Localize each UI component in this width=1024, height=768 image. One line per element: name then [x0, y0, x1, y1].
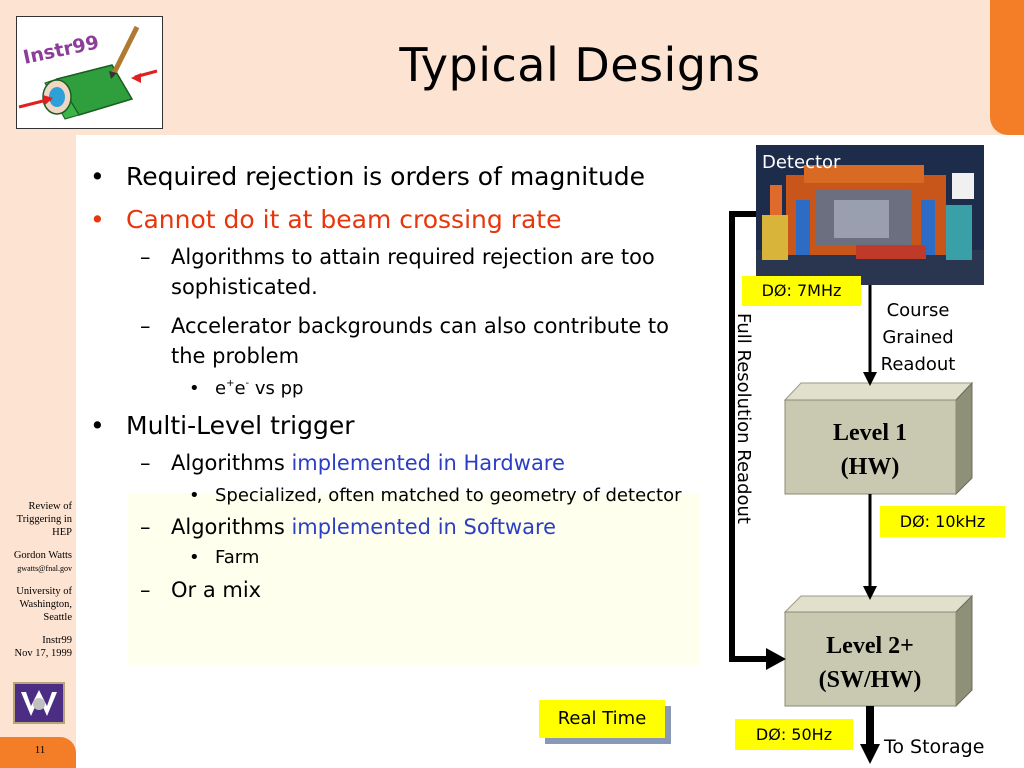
rate-detector-badge: DØ: 7MHz	[742, 276, 861, 306]
detector-logo-icon: Instr99	[18, 25, 158, 120]
sub-sub-bullet-item: • Specialized, often matched to geometry…	[189, 485, 682, 506]
bullet-text: Multi-Level trigger	[126, 411, 355, 440]
course-grained-label: Course Grained Readout	[880, 300, 956, 375]
husky-icon	[21, 690, 57, 716]
sub-bullet-text: Accelerator backgrounds can also contrib…	[171, 314, 670, 368]
detector-image-icon	[756, 145, 984, 285]
sidebar-conf: Instr99	[42, 635, 72, 646]
sub-sub-bullet-item: • e+e- vs pp	[189, 378, 304, 399]
sidebar-info: Review of Triggering in HEP Gordon Watts…	[0, 500, 72, 660]
sub-bullet-text: Algorithms	[171, 515, 292, 539]
sidebar-date: Nov 17, 1999	[14, 648, 72, 659]
bullet-item: • Multi-Level trigger	[90, 411, 355, 440]
real-time-label: Real Time	[539, 700, 665, 738]
sub-bullet-item: – Algorithms to attain required rejectio…	[140, 245, 655, 299]
sub-sub-bullet-text: Farm	[215, 547, 260, 568]
sidebar-line: HEP	[52, 527, 72, 538]
sidebar-line: Triggering in	[16, 514, 72, 525]
sidebar-org: Seattle	[43, 612, 72, 623]
sidebar-email: gwatts@fnal.gov	[17, 564, 72, 573]
rate-level1-badge: DØ: 10kHz	[880, 506, 1005, 537]
sidebar-org: Washington,	[19, 599, 72, 610]
sub-sub-bullet-text: e+e- vs pp	[215, 378, 304, 399]
orange-accent-tab	[990, 0, 1024, 135]
bullet-list: • Required rejection is orders of magnit…	[86, 158, 706, 605]
sub-bullet-highlight: implemented in Hardware	[291, 451, 565, 475]
sub-sub-bullet-text: Specialized, often matched to geometry o…	[215, 485, 682, 506]
sub-bullet-item: – Accelerator backgrounds can also contr…	[140, 314, 670, 368]
sub-sub-bullet-item: • Farm	[189, 547, 260, 568]
bullet-text: Required rejection is orders of magnitud…	[126, 162, 646, 191]
sidebar-author: Gordon Watts	[13, 550, 72, 561]
uw-husky-logo	[13, 682, 65, 724]
sub-bullet-highlight: implemented in Software	[291, 515, 557, 539]
bullet-item: • Required rejection is orders of magnit…	[90, 162, 646, 191]
level1-label: Level 1 (HW)	[833, 420, 907, 480]
sub-bullet-item: – Or a mix	[140, 578, 262, 602]
level2-label: Level 2+ (SW/HW)	[818, 633, 922, 693]
sub-bullet-item: – Algorithms implemented in Software	[140, 515, 557, 539]
page-number: 11	[34, 744, 46, 756]
sidebar-org: University of	[16, 586, 72, 597]
full-resolution-label: Full Resolution Readout	[733, 313, 754, 524]
instr99-logo: Instr99	[16, 16, 163, 129]
sub-bullet-item: – Algorithms implemented in Hardware	[140, 451, 565, 475]
bullet-text: Cannot do it at beam crossing rate	[126, 205, 562, 234]
page-number-tab	[0, 737, 76, 768]
highlight-box	[128, 493, 700, 665]
sidebar-line: Review of	[28, 501, 72, 512]
sub-bullet-text: Algorithms to attain required rejection …	[171, 245, 655, 299]
detector-photo	[756, 145, 984, 285]
sub-bullet-text: Algorithms	[171, 451, 292, 475]
rate-level2-badge: DØ: 50Hz	[735, 719, 853, 750]
detector-label: Detector	[762, 152, 841, 173]
slide-title: Typical Designs	[399, 38, 761, 92]
bullet-item: • Cannot do it at beam crossing rate	[90, 205, 562, 234]
sub-bullet-text: Or a mix	[171, 578, 262, 602]
to-storage-label: To Storage	[884, 736, 985, 758]
